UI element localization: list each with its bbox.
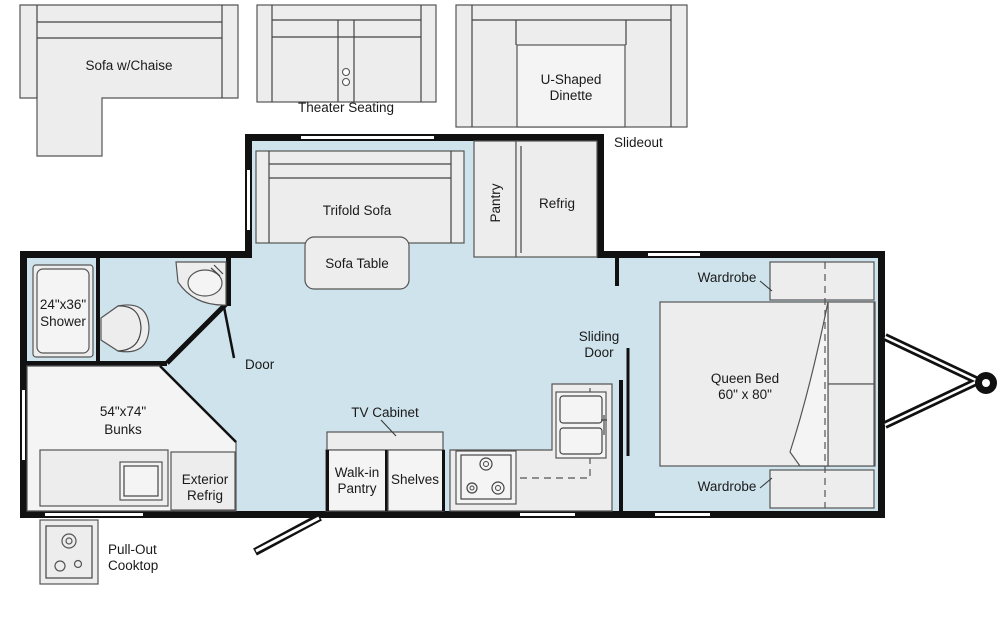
slideout-label: Slideout [614, 135, 663, 150]
bunks-label-2: Bunks [104, 422, 142, 437]
cupholder-icon [341, 77, 351, 87]
walkin-pantry[interactable]: Walk-in Pantry [325, 449, 388, 512]
trifold-sofa[interactable]: Trifold Sofa [255, 150, 465, 244]
sofa-chaise-label: Sofa w/Chaise [85, 58, 172, 73]
pantry[interactable]: Pantry [473, 140, 517, 258]
walkin-pantry-label-2: Pantry [337, 481, 376, 496]
tv-cabinet[interactable]: TV Cabinet [326, 405, 444, 451]
sliding-door-label-1: Sliding [579, 329, 620, 344]
wardrobe-top-label: Wardrobe [698, 270, 757, 285]
walkin-pantry-label-1: Walk-in [335, 465, 380, 480]
bunks-label-1: 54"x74" [100, 404, 147, 419]
shower[interactable]: 24"x36" Shower [32, 264, 94, 358]
pullout-cooktop-label-2: Cooktop [108, 558, 158, 573]
toilet[interactable] [100, 304, 150, 353]
refrig-label: Refrig [539, 196, 575, 211]
option-sofa-chaise[interactable]: Sofa w/Chaise [19, 4, 239, 157]
sofa-table[interactable]: Sofa Table [304, 236, 410, 290]
exterior-refrig-label-1: Exterior [182, 472, 229, 487]
u-dinette-label-1: U-Shaped [541, 72, 602, 87]
bathroom-sink[interactable] [175, 261, 227, 306]
option-u-dinette[interactable]: U-Shaped Dinette [455, 4, 688, 128]
trailer-hitch [883, 333, 997, 429]
pullout-cooktop-label-1: Pull-Out [108, 542, 157, 557]
sofa-table-label: Sofa Table [325, 256, 389, 271]
bedroom-wall-stub [615, 258, 619, 286]
wardrobe-bottom[interactable]: Wardrobe [698, 469, 875, 509]
sliding-door-label-2: Door [584, 345, 614, 360]
shower-label-2: Shower [40, 314, 86, 329]
bathroom [27, 258, 231, 366]
bedroom-wall [619, 380, 623, 511]
wardrobe-top[interactable]: Wardrobe [698, 261, 875, 301]
bathroom-door[interactable] [222, 306, 236, 359]
exterior-refrigerator[interactable]: Exterior Refrig [170, 451, 236, 511]
pullout-cooktop[interactable]: Pull-Out Cooktop [39, 519, 158, 585]
stove[interactable] [455, 450, 517, 505]
queen-bed-label-1: Queen Bed [711, 371, 779, 386]
cupholder-icon [341, 67, 351, 77]
shower-label-1: 24"x36" [40, 297, 87, 312]
windows [22, 136, 710, 516]
exterior-refrig-label-2: Refrig [187, 488, 223, 503]
u-dinette-label-2: Dinette [550, 88, 593, 103]
shelves[interactable]: Shelves [387, 449, 445, 512]
theater-seating-label: Theater Seating [298, 100, 394, 115]
wardrobe-bottom-label: Wardrobe [698, 479, 757, 494]
kitchen-sink[interactable] [555, 391, 607, 459]
pantry-label: Pantry [488, 183, 503, 222]
shelves-label: Shelves [391, 472, 439, 487]
entry-door[interactable] [253, 513, 322, 556]
tv-cabinet-label: TV Cabinet [351, 405, 419, 420]
trifold-sofa-label: Trifold Sofa [323, 203, 392, 218]
option-theater-seating[interactable]: Theater Seating [256, 4, 437, 115]
door-label: Door [245, 357, 275, 372]
queen-bed-label-2: 60" x 80" [718, 387, 772, 402]
refrigerator[interactable]: Refrig [515, 140, 598, 258]
queen-bed[interactable]: Queen Bed 60" x 80" [659, 262, 876, 508]
